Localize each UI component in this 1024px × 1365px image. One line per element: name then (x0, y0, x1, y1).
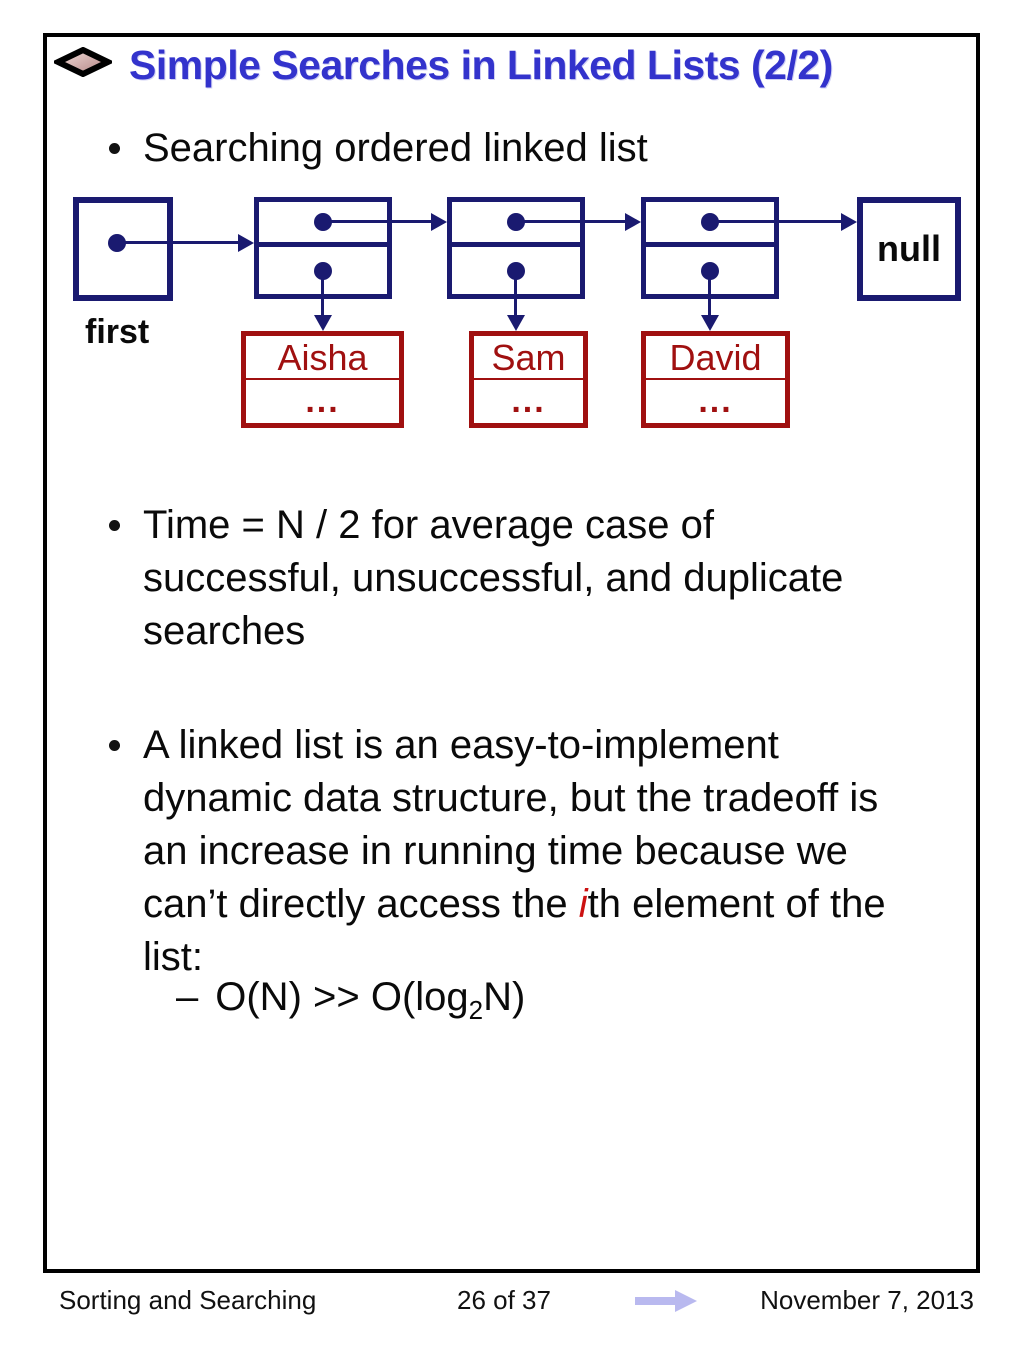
bullet-3-line-5: list: (143, 935, 203, 979)
bullet-3-line-4-pre: can’t directly access the (143, 882, 579, 926)
slide-frame: Simple Searches in Linked Lists (2/2) Se… (43, 33, 980, 1273)
arrow-head-down-icon (314, 315, 332, 331)
arrow-shaft (635, 1297, 675, 1305)
first-label: first (85, 313, 150, 351)
bullet-2-line-3: searches (143, 609, 306, 653)
null-box: null (857, 197, 961, 301)
record-name: Sam (491, 337, 566, 378)
record-ellipsis: ... (698, 382, 733, 420)
pointer-dot (314, 261, 332, 280)
big-o-expression-end: N) (483, 975, 526, 1019)
arrow-head-down-icon (701, 315, 719, 331)
arrow-head-down-icon (507, 315, 525, 331)
bullet-dot (109, 143, 120, 154)
arrow-line (710, 220, 842, 223)
data-pointer-cell (452, 247, 580, 294)
dash-bullet: – (176, 975, 199, 1019)
arrow-line (121, 241, 239, 244)
arrow-line (323, 220, 432, 223)
node-divider (646, 242, 774, 247)
arrow-line (514, 271, 517, 315)
arrow-line (708, 271, 711, 315)
bullet-item-3: A linked list is an easy-to-implement dy… (107, 719, 957, 984)
bullet-2-line-1: Time = N / 2 for average case of (143, 503, 714, 547)
bullet-3-line-1: A linked list is an easy-to-implement (143, 723, 779, 767)
arrow-line (516, 220, 626, 223)
log-subscript: 2 (468, 995, 484, 1025)
pointer-dot (507, 261, 525, 280)
footer-date: November 7, 2013 (760, 1285, 974, 1315)
bullet-item-2: Time = N / 2 for average case of success… (107, 499, 957, 658)
record-name: David (669, 337, 762, 378)
data-pointer-cell (259, 247, 387, 294)
node-divider (259, 242, 387, 247)
bullet-3-line-3: an increase in running time because we (143, 829, 848, 873)
arrow-head-right-icon (431, 213, 447, 231)
record-ellipsis: ... (511, 382, 546, 420)
big-o-expression: O(N) >> O(log (215, 975, 469, 1019)
first-pointer-box (73, 197, 173, 301)
footer-presentation-title: Sorting and Searching (59, 1285, 317, 1315)
diamond-bullet-icon (54, 47, 112, 77)
record-divider (646, 378, 785, 380)
record-ellipsis: ... (305, 382, 340, 420)
bullet-item-1: Searching ordered linked list (107, 122, 957, 175)
highlighted-i: i (578, 882, 588, 926)
bullet-3-line-4: can’t directly access the ith element of… (143, 878, 957, 931)
footer-page-number: 26 of 37 (457, 1285, 551, 1315)
slide-title: Simple Searches in Linked Lists (2/2) (129, 42, 833, 88)
arrow-head-right-icon (841, 213, 857, 231)
bullet-3-line-4-post: th element of the (587, 882, 886, 926)
null-label: null (877, 228, 941, 269)
record-divider (246, 378, 399, 380)
arrow-head-right-icon (625, 213, 641, 231)
next-slide-arrow-icon (635, 1290, 697, 1312)
bullet-1-text: Searching ordered linked list (143, 126, 648, 170)
arrow-head-right-icon (238, 234, 254, 252)
arrow-line (321, 271, 324, 315)
record-name: Aisha (277, 337, 368, 378)
record-divider (474, 378, 583, 380)
record-box-aisha: Aisha ... (241, 331, 404, 428)
bullet-2-line-2: successful, unsuccessful, and duplicate (143, 556, 844, 600)
pointer-dot (701, 261, 719, 280)
record-box-david: David ... (641, 331, 790, 428)
sub-bullet: –O(N) >> O(log2N) (176, 971, 525, 1024)
data-pointer-cell (646, 247, 774, 294)
bullet-dot (109, 520, 120, 531)
arrow-head (675, 1290, 697, 1312)
pointer-dot (108, 234, 126, 252)
record-box-sam: Sam ... (469, 331, 588, 428)
bullet-dot (109, 740, 120, 751)
bullet-3-line-2: dynamic data structure, but the tradeoff… (143, 776, 879, 820)
node-divider (452, 242, 580, 247)
